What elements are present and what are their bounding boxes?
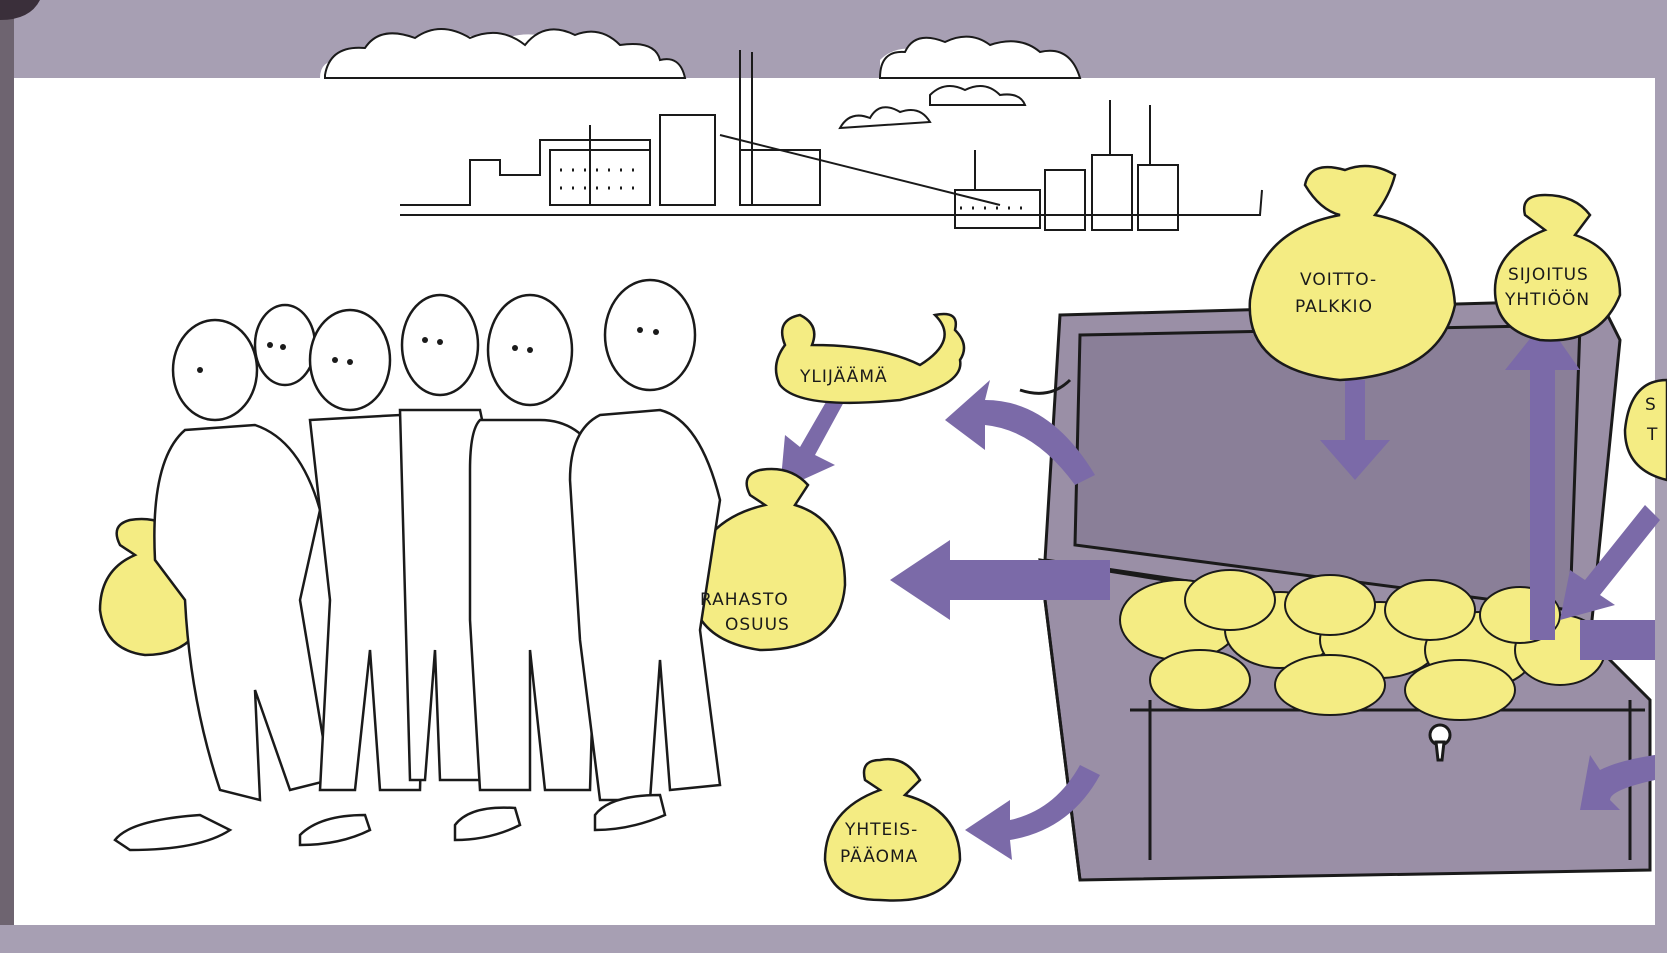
factory-icon	[400, 50, 1263, 231]
label-edge-line2: T	[1646, 425, 1658, 445]
money-bag-icon	[98, 164, 1667, 902]
label-voitto-line1: VOITTO-	[1300, 270, 1377, 290]
label-ylijaama: YLIJÄÄMÄ	[799, 366, 888, 387]
label-sijoitus-line2: YHTIÖÖN	[1504, 288, 1590, 310]
left-edge-strip	[0, 0, 14, 953]
top-band	[0, 0, 1667, 78]
corner-shape	[0, 0, 40, 20]
label-yhteis-line2: PÄÄOMA	[840, 846, 918, 867]
label-rahasto-line1: RAHASTO	[700, 590, 789, 610]
label-yhteis-line1: YHTEIS-	[844, 820, 918, 840]
label-rahasto-line2: OSUUS	[725, 615, 790, 635]
label-edge-line1: S	[1645, 395, 1657, 415]
label-voitto-line2: PALKKIO	[1295, 297, 1373, 317]
person-icon	[113, 278, 722, 852]
bottom-band	[0, 925, 1667, 953]
label-sijoitus-line1: SIJOITUS	[1508, 265, 1589, 285]
cloud-icon	[324, 28, 1082, 130]
arrow-icon	[780, 320, 1660, 860]
